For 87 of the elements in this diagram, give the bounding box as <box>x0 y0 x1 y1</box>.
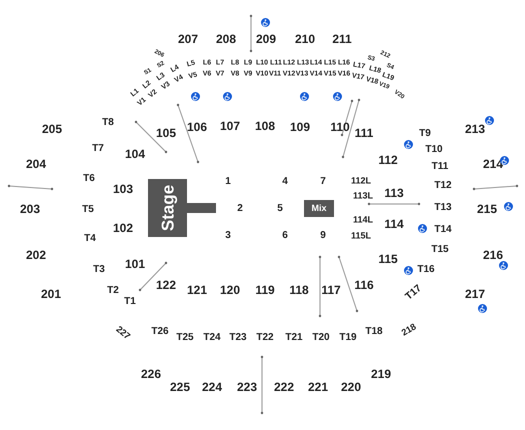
section-number: 104 <box>124 148 146 160</box>
section-number: 215 <box>476 203 498 215</box>
section-label: T4 <box>84 234 96 244</box>
section-number: 219 <box>370 368 392 380</box>
section-number: 122 <box>156 279 176 291</box>
section-number: 209 <box>256 33 276 45</box>
section-label: T2 <box>107 286 119 296</box>
section-label: T12 <box>434 181 452 191</box>
section-label: T15 <box>431 245 449 255</box>
section-number: 105 <box>156 127 176 139</box>
section-label: T6 <box>83 174 95 184</box>
section-label: 113L <box>352 192 374 200</box>
section-label: T9 <box>419 129 431 139</box>
section-number: 211 <box>332 33 352 45</box>
section-label: T3 <box>93 265 105 275</box>
section-number: 225 <box>170 381 190 393</box>
section-number: 106 <box>186 121 208 133</box>
section-label: T19 <box>339 333 357 343</box>
section-label: 5 <box>277 204 283 214</box>
section-number: 226 <box>140 368 162 380</box>
section-number: 222 <box>274 381 294 393</box>
section-number: 107 <box>220 120 240 132</box>
section-number: 205 <box>42 123 62 135</box>
section-label: T11 <box>432 162 448 172</box>
section-number: 117 <box>321 284 341 296</box>
section-number: 112 <box>378 154 398 166</box>
section-number: 210 <box>294 33 316 45</box>
section-label: 227 <box>114 324 132 342</box>
section-label: T18 <box>365 327 383 337</box>
section-label: T23 <box>229 333 247 343</box>
section-label: T7 <box>92 144 104 154</box>
section-number: 111 <box>354 127 374 139</box>
section-number: 108 <box>254 120 276 132</box>
section-number: 216 <box>482 249 504 261</box>
section-label: 6 <box>282 231 288 241</box>
section-number: 202 <box>26 249 46 261</box>
section-number: 223 <box>236 381 258 393</box>
section-label: 3 <box>225 231 231 241</box>
section-label: T26 <box>151 327 169 337</box>
section-number: 110 <box>330 121 350 133</box>
section-label: T17 <box>404 284 424 302</box>
section-label: 2 <box>237 204 243 214</box>
section-label: T10 <box>425 145 443 155</box>
section-number: 224 <box>202 381 222 393</box>
section-label: T14 <box>434 225 452 235</box>
section-label: T24 <box>203 333 221 343</box>
section-number: 220 <box>340 381 362 393</box>
section-label: 4 <box>282 177 288 187</box>
section-label: 218 <box>400 322 418 338</box>
section-label: T5 <box>82 205 94 215</box>
section-label: T8 <box>102 118 114 128</box>
section-number: 102 <box>112 222 134 234</box>
section-number: 116 <box>354 279 374 291</box>
section-number: 208 <box>216 33 236 45</box>
section-number: 207 <box>178 33 198 45</box>
section-label: T25 <box>176 333 194 343</box>
section-number: 109 <box>290 121 310 133</box>
section-label: 7 <box>320 177 326 187</box>
section-label: T21 <box>285 333 303 343</box>
section-label: T22 <box>256 333 274 343</box>
section-number: 213 <box>464 123 486 135</box>
stage-shape <box>148 179 216 237</box>
stage-label: Stage <box>159 184 176 232</box>
section-number: 114 <box>384 218 404 230</box>
section-number: 119 <box>255 284 275 296</box>
section-label: 114L <box>352 216 374 224</box>
section-number: 115 <box>378 253 398 265</box>
section-number: 217 <box>464 288 486 300</box>
section-number: 204 <box>26 158 46 170</box>
section-label: 9 <box>320 231 326 241</box>
section-label: 112L <box>350 176 372 186</box>
mix-box: Mix <box>304 200 334 217</box>
section-number: 201 <box>40 288 62 300</box>
section-number: 113 <box>384 187 404 199</box>
section-label: T16 <box>417 265 435 275</box>
section-number: 118 <box>289 284 309 296</box>
section-label: 115L <box>350 232 372 240</box>
section-number: 101 <box>124 258 146 270</box>
section-number: 221 <box>308 381 328 393</box>
section-number: 121 <box>186 284 208 296</box>
section-label: T13 <box>434 203 452 213</box>
section-number: 120 <box>220 284 240 296</box>
section-label: 1 <box>225 177 231 187</box>
section-number: 203 <box>20 203 40 215</box>
section-number: 103 <box>112 183 134 195</box>
section-label: T20 <box>312 333 330 343</box>
section-label: T1 <box>124 297 136 307</box>
